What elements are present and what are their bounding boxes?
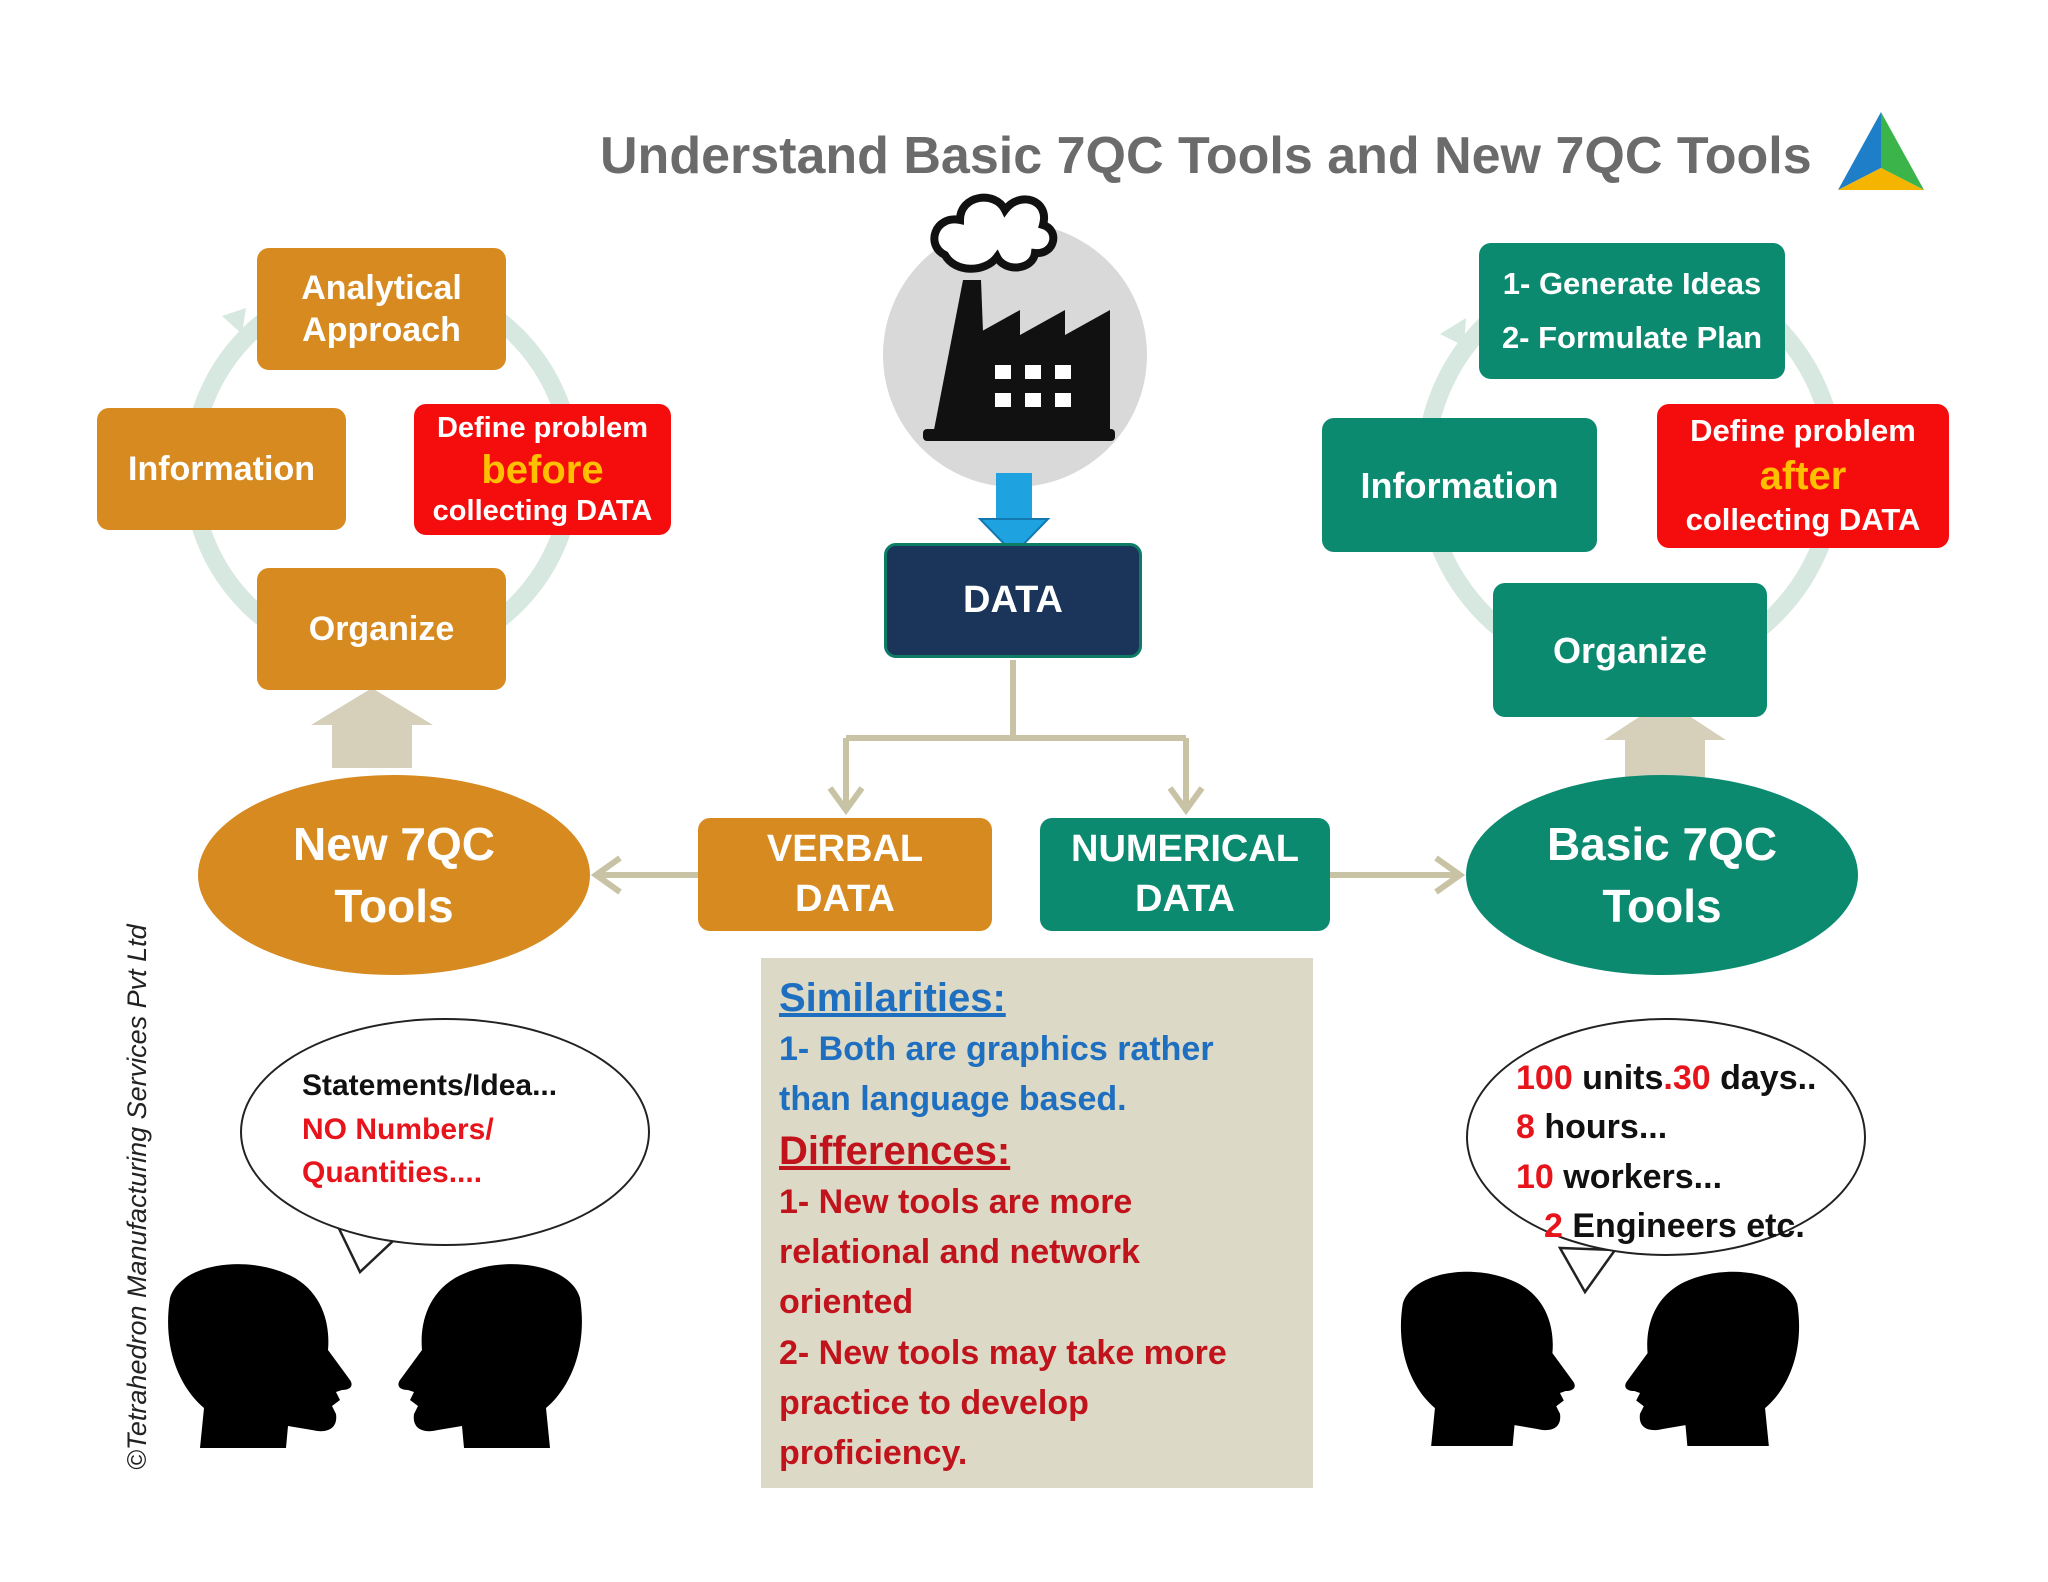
person-head-icon <box>398 1264 582 1448</box>
similarities-heading: Similarities: <box>779 976 1006 1020</box>
left-cycle-arrowhead <box>222 308 246 334</box>
differences-line4: 2- New tools may take more <box>779 1333 1227 1372</box>
left-analytical-approach-box: Analytical Approach <box>257 248 506 370</box>
left-analytical-line1: Analytical <box>301 268 462 307</box>
left-define-line1: Define problem <box>436 411 649 444</box>
basic-tools-line1: Basic 7QC <box>1546 817 1778 870</box>
right-bubble-num-100: 100 <box>1516 1059 1573 1097</box>
person-head-icon <box>1400 1271 1575 1446</box>
left-organize-box: Organize <box>257 568 506 690</box>
arrow-to-basic-tools-head <box>1434 855 1466 895</box>
new-tools-line2: Tools <box>334 880 454 932</box>
left-define-problem-box: Define problem before collecting DATA <box>414 404 671 535</box>
copyright-text: ©Tetrahedron Manufacturing Services Pvt … <box>122 924 152 1470</box>
right-bubble-num-10: 10 <box>1516 1157 1554 1196</box>
left-bubble-line3: Quantities.... <box>302 1156 483 1189</box>
numerical-data-line2: DATA <box>1135 877 1235 920</box>
arrow-to-numerical-head <box>1167 786 1205 816</box>
right-organize-label: Organize <box>1552 629 1708 671</box>
right-ideas-line1: 1- Generate Ideas <box>1502 265 1762 301</box>
arrow-to-verbal-head <box>827 786 865 816</box>
right-bubble-tail <box>1557 1246 1618 1295</box>
differences-line2: relational and network <box>779 1232 1140 1271</box>
left-up-block-arrow <box>311 688 433 768</box>
numerical-data-box: NUMERICAL DATA <box>1040 818 1330 931</box>
left-define-line3: collecting DATA <box>432 494 653 527</box>
right-bubble-line2: 8 hours... <box>1516 1103 1864 1152</box>
verbal-data-line2: DATA <box>795 877 895 920</box>
person-head-icon <box>1625 1271 1800 1446</box>
left-bubble-line1: Statements/Idea... <box>302 1069 558 1102</box>
similarities-line1: 1- Both are graphics rather <box>779 1030 1214 1068</box>
right-ideas-box: 1- Generate Ideas 2- Formulate Plan <box>1479 243 1785 379</box>
right-speech-bubble: 100 units.30 days.. 8 hours... 10 worker… <box>1466 1018 1866 1256</box>
differences-heading: Differences: <box>779 1128 1011 1173</box>
left-bubble-line2: NO Numbers/ <box>302 1112 494 1146</box>
left-define-highlight: before <box>481 447 604 492</box>
left-organize-label: Organize <box>308 609 455 648</box>
right-bubble-hours: hours... <box>1534 1108 1668 1147</box>
right-organize-box: Organize <box>1493 583 1767 717</box>
right-information-box: Information <box>1322 418 1597 552</box>
right-bubble-line4: 2 Engineers etc. <box>1516 1202 1864 1251</box>
right-define-problem-box: Define problem after collecting DATA <box>1657 404 1949 548</box>
right-ideas-line2: 2- Formulate Plan <box>1501 320 1763 355</box>
differences-line3: oriented <box>779 1283 914 1322</box>
right-define-line1: Define problem <box>1690 413 1916 449</box>
right-bubble-engineers: Engineers etc. <box>1562 1206 1805 1245</box>
numerical-data-line1: NUMERICAL <box>1071 828 1299 871</box>
new-tools-line1: New 7QC <box>293 817 495 870</box>
factory-icon <box>923 193 1115 441</box>
right-bubble-num-8: 8 <box>1516 1108 1535 1147</box>
right-information-label: Information <box>1360 464 1559 506</box>
person-head-icon <box>168 1264 352 1448</box>
right-bubble-num-2: 2 <box>1544 1206 1563 1245</box>
right-bubble-units: units <box>1572 1059 1664 1097</box>
left-information-label: Information <box>128 449 315 488</box>
right-up-block-arrow <box>1604 700 1726 782</box>
blue-arrow-head <box>977 518 1051 556</box>
new-7qc-tools-oval: New 7QC Tools <box>198 775 590 975</box>
right-bubble-line3: 10 workers... <box>1516 1153 1864 1202</box>
differences-line1: 1- New tools are more <box>779 1182 1133 1221</box>
right-bubble-days: days.. <box>1710 1059 1817 1097</box>
data-branch-connector <box>843 660 1189 806</box>
differences-line5: practice to develop <box>779 1383 1089 1422</box>
arrow-to-new-tools-head <box>590 855 622 895</box>
logo-triangle-icon <box>1838 112 1924 190</box>
right-bubble-line1: 100 units.30 days.. <box>1516 1054 1864 1103</box>
right-define-line3: collecting DATA <box>1685 502 1921 537</box>
data-box: DATA <box>884 543 1142 658</box>
differences-line6: proficiency. <box>779 1434 968 1473</box>
blue-arrow-shaft <box>996 473 1032 521</box>
data-box-label: DATA <box>963 578 1063 621</box>
similarities-differences-panel: Similarities: 1- Both are graphics rathe… <box>761 958 1313 1488</box>
right-define-highlight: after <box>1759 454 1847 498</box>
right-cycle-arrowhead <box>1440 318 1466 346</box>
page-title: Understand Basic 7QC Tools and New 7QC T… <box>600 127 1812 185</box>
basic-7qc-tools-oval: Basic 7QC Tools <box>1466 775 1858 975</box>
left-speech-bubble: Statements/Idea... NO Numbers/ Quantitie… <box>240 1018 650 1246</box>
similarities-line2: than language based. <box>779 1080 1127 1119</box>
left-information-box: Information <box>97 408 346 530</box>
verbal-data-line1: VERBAL <box>766 828 924 871</box>
right-bubble-workers: workers... <box>1553 1157 1723 1196</box>
basic-tools-line2: Tools <box>1602 880 1722 932</box>
right-bubble-num-30: .30 <box>1663 1059 1711 1097</box>
verbal-data-box: VERBAL DATA <box>698 818 992 931</box>
left-analytical-line2: Approach <box>302 311 461 349</box>
